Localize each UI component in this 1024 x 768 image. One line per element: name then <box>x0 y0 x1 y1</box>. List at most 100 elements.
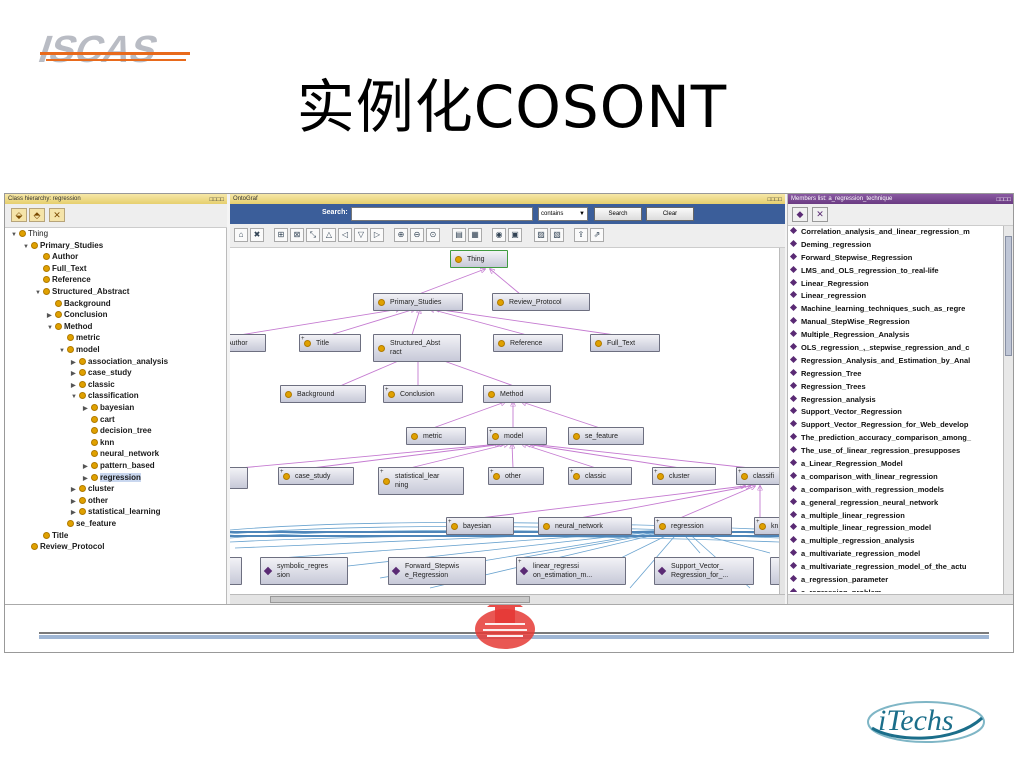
graph-node-individual-partial[interactable] <box>230 557 242 585</box>
member-item[interactable]: Regression_Trees <box>788 381 1004 394</box>
graph-node-linear-regression-estimation[interactable]: +linear_regressi on_estimation_m... <box>516 557 626 585</box>
graph-canvas[interactable]: Thing Primary_Studies Review_Protocol Au… <box>230 248 779 594</box>
graph-node-classification[interactable]: +classifi <box>736 467 779 485</box>
tree-item-cluster[interactable]: ▶cluster <box>71 483 114 494</box>
tree-item-bayesian[interactable]: ▶bayesian <box>83 402 134 413</box>
tree-item-classic[interactable]: ▶classic <box>71 379 115 390</box>
scrollbar-thumb[interactable] <box>1005 236 1012 356</box>
graph-node-neural-network[interactable]: neural_network <box>538 517 632 535</box>
expand-icon[interactable]: ▶ <box>71 498 76 505</box>
tree-item-model[interactable]: ▼model <box>59 344 100 355</box>
member-item[interactable]: Manual_StepWise_Regression <box>788 316 1004 329</box>
graph-node-knn[interactable]: +kn <box>754 517 779 535</box>
tree-item-classification[interactable]: ▼classification <box>71 390 139 401</box>
collapse-icon[interactable]: ▼ <box>35 290 41 296</box>
tree-item-reference[interactable]: Reference <box>35 274 91 285</box>
graph-node-classic[interactable]: +classic <box>568 467 632 485</box>
graph-node-other[interactable]: +other <box>488 467 544 485</box>
member-item[interactable]: Linear_regression <box>788 290 1004 303</box>
graph-node-bayesian[interactable]: +bayesian <box>446 517 514 535</box>
radial-layout-icon[interactable]: ⤡ <box>306 228 320 242</box>
expand-icon[interactable]: ▶ <box>83 464 88 470</box>
tree-item-regression[interactable]: ▶regression <box>83 472 141 483</box>
tree-item-association-analysis[interactable]: ▶association_analysis <box>71 356 168 367</box>
graph-node-individual-partial[interactable] <box>770 557 779 585</box>
zoom-out-icon[interactable]: ⊖ <box>410 228 424 242</box>
members-vertical-scrollbar[interactable] <box>1003 226 1013 594</box>
window-buttons[interactable]: □□□□ <box>209 197 225 203</box>
expand-icon[interactable]: ▶ <box>71 487 76 494</box>
graph-node-se-feature[interactable]: se_feature <box>568 427 644 445</box>
tree-item-metric[interactable]: metric <box>59 332 100 343</box>
member-item[interactable]: Support_Vector_Regression <box>788 406 1004 419</box>
search-mode-select[interactable]: contains ▼ <box>538 207 588 221</box>
member-item[interactable]: Regression_Tree <box>788 368 1004 381</box>
expand-icon[interactable]: ▶ <box>71 359 76 366</box>
graph-horizontal-scrollbar[interactable] <box>230 594 785 604</box>
expand-icon[interactable]: ▶ <box>83 406 88 412</box>
member-item[interactable]: a_comparison_with_regression_models <box>788 484 1004 497</box>
graph-node-support-vector-regression[interactable]: Support_Vector_ Regression_for_... <box>654 557 754 585</box>
tree-item-neural-network[interactable]: neural_network <box>83 448 159 459</box>
save-icon[interactable]: ▨ <box>534 228 548 242</box>
delete-individual-icon[interactable]: ✕ <box>812 207 828 222</box>
graph-node-full-text[interactable]: Full_Text <box>590 334 660 352</box>
tree-item-full-text[interactable]: Full_Text <box>35 263 87 274</box>
graph-node-association-analysis[interactable]: a <box>230 467 248 489</box>
graph-node-title[interactable]: +Title <box>299 334 361 352</box>
graph-node-conclusion[interactable]: +Conclusion <box>383 385 463 403</box>
export-image-icon[interactable]: ⇗ <box>590 228 604 242</box>
graph-node-method[interactable]: Method <box>483 385 551 403</box>
tree-item-thing[interactable]: ▼Thing <box>11 228 48 239</box>
tree-item-method[interactable]: ▼Method <box>47 321 92 332</box>
tree-item-other[interactable]: ▶other <box>71 495 108 506</box>
member-item[interactable]: a_general_regression_neural_network <box>788 497 1004 510</box>
zoom-fit-icon[interactable]: ⊙ <box>426 228 440 242</box>
grid-layout-icon[interactable]: ⊞ <box>274 228 288 242</box>
graph-node-primary-studies[interactable]: Primary_Studies <box>373 293 463 311</box>
tree-item-primary-studies[interactable]: ▼Primary_Studies <box>23 240 103 251</box>
collapse-icon[interactable]: ▼ <box>47 324 53 331</box>
member-item[interactable]: Forward_Stepwise_Regression <box>788 252 1004 265</box>
members-horizontal-scrollbar[interactable] <box>788 594 1013 604</box>
member-item[interactable]: OLS_regression_,_stepwise_regression_and… <box>788 342 1004 355</box>
home-icon[interactable]: ⌂ <box>234 228 248 242</box>
graph-node-background[interactable]: Background <box>280 385 366 403</box>
tree-item-se-feature[interactable]: se_feature <box>59 518 116 529</box>
expand-icon[interactable]: ▶ <box>47 313 52 320</box>
tree-left-icon[interactable]: ◁ <box>338 228 352 242</box>
window-buttons[interactable]: □□□□ <box>767 197 783 203</box>
graph-node-regression[interactable]: +regression <box>654 517 732 535</box>
tree-item-cart[interactable]: cart <box>83 414 115 425</box>
graph-node-review-protocol[interactable]: Review_Protocol <box>492 293 590 311</box>
graph-node-symbolic-regression[interactable]: symbolic_regres sion <box>260 557 348 585</box>
member-item[interactable]: a_multiple_regression_analysis <box>788 535 1004 548</box>
tree-item-decision-tree[interactable]: decision_tree <box>83 425 152 436</box>
tree-down-icon[interactable]: △ <box>322 228 336 242</box>
graph-node-author[interactable]: Author <box>230 334 266 352</box>
add-subclass-icon[interactable]: ⬙ <box>11 208 27 222</box>
graph-node-forward-stepwise-regression[interactable]: Forward_Stepwis e_Regression <box>388 557 486 585</box>
member-item[interactable]: Regression_analysis <box>788 394 1004 407</box>
member-item[interactable]: a_multiple_linear_regression_model <box>788 522 1004 535</box>
filter-icon[interactable]: ▤ <box>452 228 466 242</box>
tree-item-statistical-learning[interactable]: ▶statistical_learning <box>71 506 160 517</box>
member-item[interactable]: The_prediction_accuracy_comparison_among… <box>788 432 1004 445</box>
collapse-icon[interactable]: ▼ <box>59 348 65 354</box>
graph-node-thing[interactable]: Thing <box>450 250 508 268</box>
member-item[interactable]: The_use_of_linear_regression_presupposes <box>788 445 1004 458</box>
search-input[interactable] <box>351 207 533 221</box>
expand-icon[interactable]: ▶ <box>71 382 76 389</box>
tree-item-review-protocol[interactable]: Review_Protocol <box>23 541 104 552</box>
clear-button[interactable]: Clear <box>646 207 694 221</box>
clear-icon[interactable]: ✖ <box>250 228 264 242</box>
member-item[interactable]: LMS_and_OLS_regression_to_real-life <box>788 265 1004 278</box>
tree-right-icon[interactable]: ▷ <box>370 228 384 242</box>
collapse-icon[interactable]: ▼ <box>23 243 29 250</box>
open-icon[interactable]: ▧ <box>550 228 564 242</box>
tree-item-structured-abstract[interactable]: ▼Structured_Abstract <box>35 286 129 297</box>
window-buttons[interactable]: □□□□ <box>996 197 1012 203</box>
member-item[interactable]: a_multivariate_regression_model <box>788 548 1004 561</box>
search-button[interactable]: Search <box>594 207 642 221</box>
eye-icon[interactable]: ◉ <box>492 228 506 242</box>
